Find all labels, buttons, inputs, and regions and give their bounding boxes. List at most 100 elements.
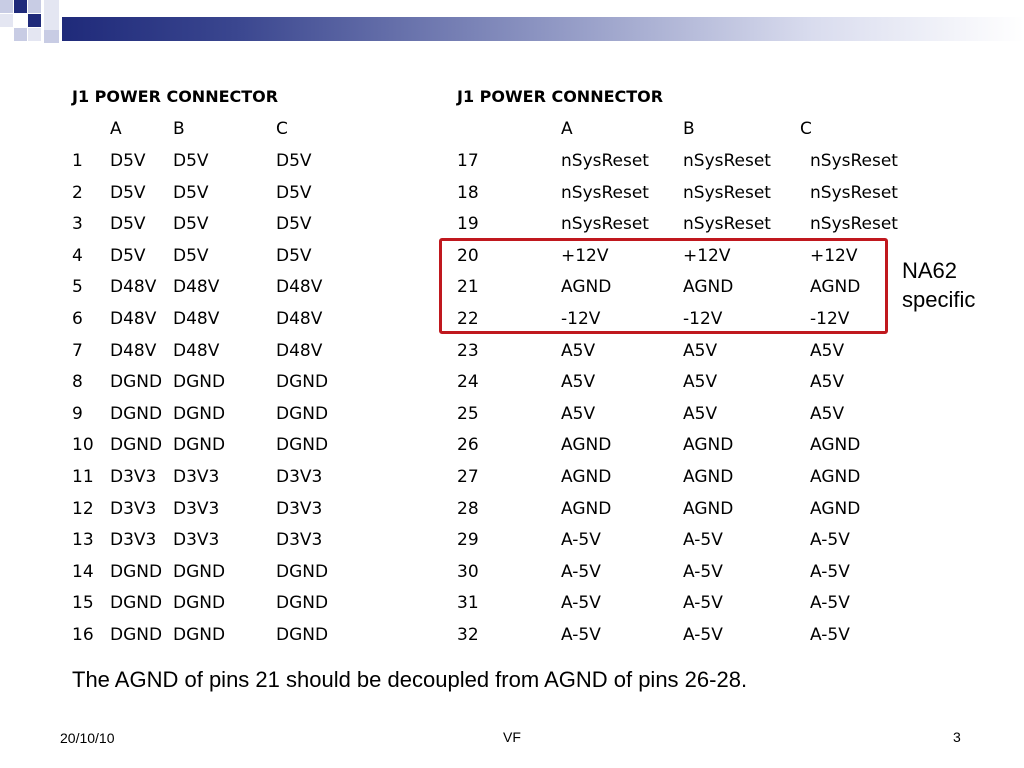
pin-signal-b: A-5V bbox=[683, 561, 723, 582]
pin-signal-c: AGND bbox=[810, 435, 861, 456]
pin-signal-a: nSysReset bbox=[561, 151, 649, 171]
pin-signal-b: nSysReset bbox=[683, 214, 771, 235]
pin-signal-c: AGND bbox=[810, 467, 861, 487]
deco-square bbox=[44, 30, 59, 43]
pin-signal-c: nSysReset bbox=[810, 182, 898, 203]
pin-number: 18 bbox=[457, 182, 479, 203]
pin-signal-b: D3V3 bbox=[173, 498, 220, 519]
pin-signal-a: D48V bbox=[110, 340, 157, 361]
pin-number: 10 bbox=[72, 435, 94, 456]
header-gradient-bar bbox=[62, 17, 1024, 41]
pin-signal-a: nSysReset bbox=[561, 182, 649, 203]
pin-number: 11 bbox=[72, 467, 94, 487]
pin-signal-c: D48V bbox=[276, 277, 323, 298]
deco-square bbox=[0, 14, 13, 27]
pin-number: 19 bbox=[457, 214, 479, 235]
pin-number: 13 bbox=[72, 530, 94, 551]
pin-number: 6 bbox=[72, 309, 83, 329]
pin-signal-c: A-5V bbox=[810, 561, 850, 582]
footer-center: VF bbox=[503, 729, 521, 745]
pin-signal-c: A-5V bbox=[810, 625, 850, 645]
pin-signal-c: D3V3 bbox=[276, 530, 323, 551]
pin-signal-c: A-5V bbox=[810, 593, 850, 614]
pin-signal-a: AGND bbox=[561, 435, 612, 456]
pin-number: 14 bbox=[72, 561, 94, 582]
pin-signal-b: A-5V bbox=[683, 593, 723, 614]
pin-signal-b: DGND bbox=[173, 435, 226, 456]
pin-signal-b: DGND bbox=[173, 561, 226, 582]
pin-number: 22 bbox=[457, 309, 479, 329]
pin-signal-a: nSysReset bbox=[561, 214, 649, 235]
pin-signal-a: A5V bbox=[561, 340, 596, 361]
pin-number: 4 bbox=[72, 245, 83, 266]
pin-number: 9 bbox=[72, 403, 83, 424]
pin-signal-a: A-5V bbox=[561, 593, 601, 614]
pin-signal-c: D5V bbox=[276, 182, 312, 203]
na62-highlight-box bbox=[439, 238, 888, 334]
pin-signal-c: DGND bbox=[276, 372, 329, 393]
pin-signal-a: A-5V bbox=[561, 530, 601, 551]
pin-signal-c: A5V bbox=[810, 372, 845, 393]
pin-signal-a: A5V bbox=[561, 372, 596, 393]
pin-signal-a: AGND bbox=[561, 467, 612, 487]
pin-signal-b: AGND bbox=[683, 435, 734, 456]
pin-number: 32 bbox=[457, 625, 479, 645]
pin-signal-c: D3V3 bbox=[276, 467, 323, 487]
footer-page-number: 3 bbox=[953, 729, 961, 745]
left-header-a: A bbox=[110, 119, 122, 139]
pin-signal-c: AGND bbox=[810, 498, 861, 519]
pin-signal-b: nSysReset bbox=[683, 151, 771, 171]
pin-signal-b: DGND bbox=[173, 625, 226, 645]
left-header-c: C bbox=[276, 119, 288, 139]
deco-square bbox=[14, 28, 27, 41]
pin-signal-b: A-5V bbox=[683, 625, 723, 645]
deco-square bbox=[28, 28, 41, 41]
pin-signal-a: D5V bbox=[110, 182, 146, 203]
left-header-b: B bbox=[173, 119, 185, 139]
pin-signal-c: A-5V bbox=[810, 530, 850, 551]
pin-signal-a: D48V bbox=[110, 277, 157, 298]
pin-signal-c: A5V bbox=[810, 340, 845, 361]
na62-note: NA62 specific bbox=[902, 256, 975, 314]
pin-signal-a: D3V3 bbox=[110, 498, 157, 519]
pin-signal-c: AGND bbox=[810, 277, 861, 298]
right-header-a: A bbox=[561, 119, 573, 139]
pin-signal-a: D3V3 bbox=[110, 467, 157, 487]
pin-signal-b: +12V bbox=[683, 245, 731, 266]
pin-signal-b: -12V bbox=[683, 309, 723, 329]
pin-signal-c: D48V bbox=[276, 309, 323, 329]
pin-number: 31 bbox=[457, 593, 479, 614]
pin-signal-b: A5V bbox=[683, 372, 718, 393]
pin-signal-b: D48V bbox=[173, 340, 220, 361]
pin-signal-c: A5V bbox=[810, 403, 845, 424]
pin-signal-b: D5V bbox=[173, 214, 209, 235]
na62-note-line1: NA62 bbox=[902, 258, 958, 283]
pin-signal-b: DGND bbox=[173, 593, 226, 614]
deco-square bbox=[0, 0, 13, 13]
pin-number: 17 bbox=[457, 151, 479, 171]
pin-number: 8 bbox=[72, 372, 83, 393]
pin-signal-c: nSysReset bbox=[810, 151, 898, 171]
pin-signal-c: DGND bbox=[276, 561, 329, 582]
pin-signal-b: AGND bbox=[683, 277, 734, 298]
pin-number: 24 bbox=[457, 372, 479, 393]
pin-signal-b: nSysReset bbox=[683, 182, 771, 203]
pin-signal-a: DGND bbox=[110, 561, 163, 582]
pin-number: 16 bbox=[72, 625, 94, 645]
pin-signal-b: A5V bbox=[683, 340, 718, 361]
pin-signal-b: DGND bbox=[173, 372, 226, 393]
pin-signal-c: D5V bbox=[276, 151, 312, 171]
pin-number: 7 bbox=[72, 340, 83, 361]
pin-signal-a: D5V bbox=[110, 151, 146, 171]
deco-square bbox=[28, 0, 41, 13]
pin-signal-c: D5V bbox=[276, 245, 312, 266]
pin-number: 12 bbox=[72, 498, 94, 519]
pin-signal-a: D5V bbox=[110, 214, 146, 235]
right-header-b: B bbox=[683, 119, 695, 139]
pin-signal-a: AGND bbox=[561, 277, 612, 298]
pin-signal-a: DGND bbox=[110, 372, 163, 393]
header-decoration bbox=[0, 0, 1024, 48]
pin-signal-a: A5V bbox=[561, 403, 596, 424]
pin-signal-a: A-5V bbox=[561, 561, 601, 582]
pin-number: 3 bbox=[72, 214, 83, 235]
